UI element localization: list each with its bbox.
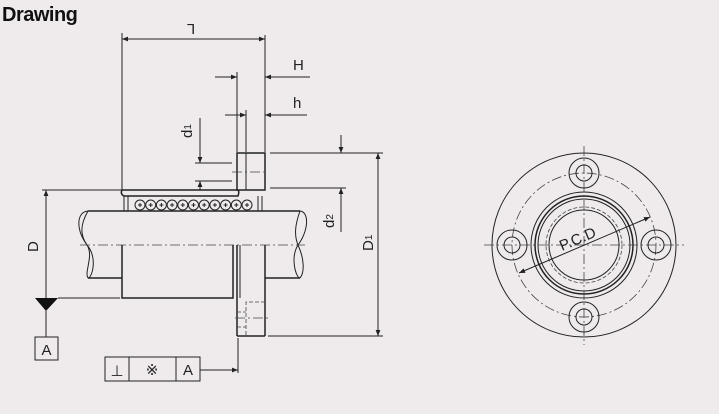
ball — [220, 199, 232, 211]
d1-dimension: d1 — [179, 118, 232, 190]
d1-label: d1 — [179, 124, 196, 138]
page-title: Drawing — [2, 4, 78, 26]
length-label: L — [187, 20, 195, 37]
ball-cross-mark — [138, 203, 142, 207]
ball — [134, 199, 146, 211]
bolt-hole — [575, 308, 593, 326]
ball — [241, 199, 253, 211]
shaft-dia-dimension: D A — [25, 189, 122, 361]
counterbore-depth-label: h — [293, 95, 301, 112]
bearing-lower — [121, 245, 268, 337]
bolt-holes — [496, 157, 672, 333]
ball — [177, 199, 189, 211]
bolt-hole-counterbore — [568, 301, 600, 333]
bearing-body — [120, 189, 263, 211]
pcd-arrow — [518, 216, 651, 274]
length-dimension: L — [121, 20, 266, 190]
d2-label: d2 — [321, 214, 338, 228]
shaft — [78, 210, 307, 279]
ball-cross-mark — [223, 203, 228, 207]
ball — [230, 199, 242, 211]
pcd-label: P.C.D — [557, 224, 599, 255]
counterbore-depth-dimension: h — [225, 95, 307, 152]
flange-dia-dimension: D1 — [268, 152, 383, 337]
flange-thickness-label: H — [293, 57, 304, 74]
ball-cross-mark — [212, 203, 217, 207]
ball — [209, 199, 221, 211]
tolerance-datum: A — [183, 362, 193, 379]
ball — [155, 199, 167, 211]
ball-cross-mark — [245, 203, 249, 207]
flange-upper — [232, 152, 268, 191]
ball — [198, 199, 210, 211]
flange-thickness-dimension: H — [215, 57, 310, 152]
ball-cross-mark — [159, 203, 164, 207]
bolt-hole-counterbore — [568, 157, 600, 189]
datum-label: A — [41, 342, 51, 359]
tolerance-value: ※ — [146, 362, 159, 379]
ball-cross-mark — [170, 203, 175, 207]
datum-triangle — [35, 298, 58, 311]
tolerance-frame: ⊥ ※ A — [104, 338, 239, 382]
perpendicularity-symbol: ⊥ — [110, 363, 123, 380]
ball — [145, 199, 157, 211]
datum-box — [34, 336, 59, 361]
ball — [166, 199, 178, 211]
flange-dia-label: D1 — [360, 234, 377, 251]
ball-cross-mark — [180, 203, 185, 207]
shaft-dia-label: D — [25, 241, 42, 252]
ball-cross-mark — [234, 203, 239, 207]
ball-cross-mark — [191, 203, 196, 207]
ball-cross-mark — [148, 203, 153, 207]
ball-row — [134, 199, 253, 211]
ball — [188, 199, 199, 211]
bolt-hole — [575, 164, 593, 182]
ball-cross-mark — [202, 203, 207, 207]
d2-dimension: d2 — [270, 135, 346, 232]
front-view: P.C.D — [484, 146, 684, 345]
